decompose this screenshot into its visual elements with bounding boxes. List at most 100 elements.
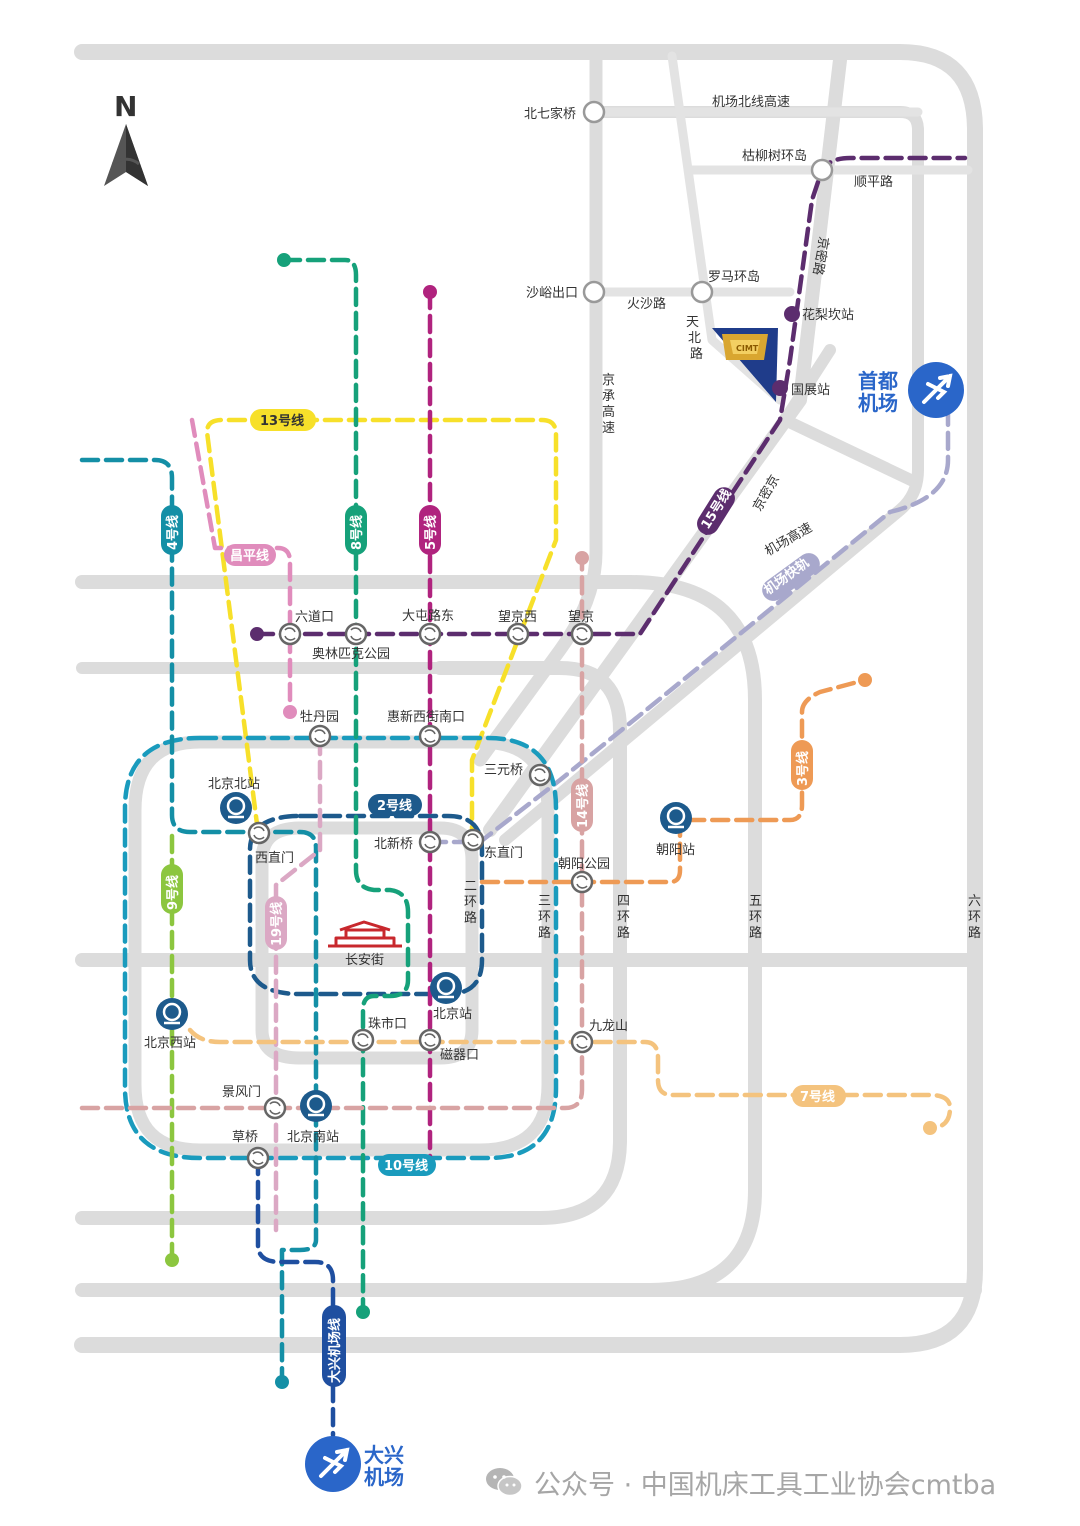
tag-line-5: 5号线 [419,505,441,555]
svg-text:环: 环 [968,910,981,925]
svg-text:奥林匹克公园: 奥林匹克公园 [312,647,390,662]
transfer-mudanyuan: 牡丹园 [300,710,339,748]
daxing-airport-label-1: 大兴 [364,1443,404,1467]
transfer-sanyuanqiao: 三元桥 [484,763,552,787]
svg-text:路: 路 [538,925,551,941]
road-label-tianbei-1: 天 [686,315,699,330]
tag-line-9: 9号线 [161,864,183,914]
svg-text:2号线: 2号线 [377,798,412,814]
svg-text:14号线: 14号线 [575,784,591,828]
svg-text:环: 环 [617,910,630,925]
svg-text:朝阳站: 朝阳站 [656,843,695,858]
road-label-jingcheng-2: 承 [602,389,615,404]
road-label-tianbei-3: 路 [690,346,703,362]
tag-line-14: 14号线 [571,778,593,832]
tag-line-10: 10号线 [378,1154,436,1176]
daxing-airport: 大兴 机场 [305,1436,404,1492]
road-label-jingmijing-2: 京密京 [750,472,783,514]
svg-text:北京站: 北京站 [433,1007,472,1022]
svg-text:路: 路 [968,925,981,941]
transfer-chaoyangpark: 朝阳公园 [558,857,610,894]
interchange-beiqijia: 北七家桥 [524,106,576,122]
svg-text:六道口: 六道口 [295,610,334,625]
road-label-huosha: 火沙路 [627,296,666,312]
svg-text:4号线: 4号线 [165,515,181,550]
svg-text:北京南站: 北京南站 [287,1129,339,1145]
road-label-tianbei-2: 北 [688,331,701,346]
transfer-beixinqiao: 北新桥 [374,830,442,854]
station-huaer: 花梨坎站 [802,307,854,323]
svg-text:13号线: 13号线 [260,413,304,429]
transfer-liudaokou: 六道口 [278,610,334,646]
transfer-jiulongshan: 九龙山 [570,1019,628,1054]
line-3-path [479,677,868,885]
svg-text:8号线: 8号线 [349,515,365,550]
daxing-airport-label-2: 机场 [364,1465,404,1489]
line-airport-express-path [427,397,951,845]
line-changping-path [189,417,293,715]
north-compass: N [104,90,148,186]
road-label-jingcheng-3: 高 [602,404,615,420]
tag-line-13: 13号线 [250,409,316,431]
capital-airport-label-1: 首都 [858,369,898,393]
transfer-ciqikou: 磁器口 [418,1028,479,1063]
transfer-wangjingxi: 望京西 [498,609,537,646]
svg-text:长安街: 长安街 [345,953,384,968]
transfer-olympic: 奥林匹克公园 [312,622,390,662]
svg-text:二: 二 [464,879,477,894]
stations: 花梨坎站 国展站 六道口 奥林匹克公园 大屯路东 望京西 望京 [144,306,854,1170]
svg-text:路: 路 [617,925,630,941]
line-4-path [79,457,319,1385]
watermark-text: 公众号 · 中国机床工具工业协会cmtba [534,1469,997,1501]
line-10-path [122,735,559,1161]
svg-text:环: 环 [538,910,551,925]
svg-text:朝阳公园: 朝阳公园 [558,857,610,872]
terminal-dots [165,253,937,1389]
transfer-huixin: 惠新西街南口 [387,709,465,748]
svg-text:10号线: 10号线 [384,1158,428,1174]
svg-text:磁器口: 磁器口 [440,1048,479,1063]
railway-beijing: 北京站 [430,972,472,1022]
svg-text:19号线: 19号线 [269,902,285,946]
capital-airport-label-2: 机场 [858,391,898,415]
station-guozhan: 国展站 [791,383,830,398]
road-label-jingmi: 京密路 [809,235,832,276]
tag-line-15: 15号线 [697,486,735,535]
line-8-path [281,257,411,1315]
north-label: N [114,90,137,123]
road-interchanges: 北七家桥 枯柳树环岛 沙峪出口 罗马环岛 [524,100,834,304]
svg-text:五: 五 [749,894,762,909]
svg-text:北新桥: 北新桥 [374,836,413,852]
svg-text:CIMT: CIMT [736,344,759,353]
svg-text:四: 四 [617,894,630,909]
svg-text:九龙山: 九龙山 [589,1019,628,1034]
tag-line-2: 2号线 [368,794,422,816]
tag-daxing-line: 大兴机场线 [322,1305,346,1387]
svg-text:六: 六 [968,894,981,909]
svg-text:望京西: 望京西 [498,609,537,625]
tag-line-8: 8号线 [345,505,367,555]
line-7-path [187,1027,953,1131]
svg-text:珠市口: 珠市口 [368,1016,407,1032]
road-label-airport-north: 机场北线高速 [712,94,790,110]
watermark: 公众号 · 中国机床工具工业协会cmtba [484,1462,1064,1502]
svg-text:大兴机场线: 大兴机场线 [327,1318,343,1383]
wechat-icon [486,1468,523,1497]
svg-text:环: 环 [749,910,762,925]
railway-chaoyang: 朝阳站 [656,802,695,858]
svg-text:西直门: 西直门 [255,851,294,866]
transfer-zhushikou: 珠市口 [351,1016,407,1052]
interchange-guliushu: 枯柳树环岛 [742,148,807,164]
interchange-luoma: 罗马环岛 [708,269,760,285]
svg-text:3号线: 3号线 [795,751,811,786]
tag-line-7: 7号线 [792,1085,846,1107]
line-19-path [273,735,323,1233]
tiananmen-icon: 长安街 [328,920,402,968]
line-daxing-path [255,1155,336,1438]
railway-beijingsouth: 北京南站 [287,1090,339,1145]
svg-text:三: 三 [538,894,551,909]
railway-beijingnorth: 北京北站 [208,777,260,824]
road-label-shunping: 顺平路 [854,174,893,190]
svg-text:草桥: 草桥 [232,1130,258,1145]
